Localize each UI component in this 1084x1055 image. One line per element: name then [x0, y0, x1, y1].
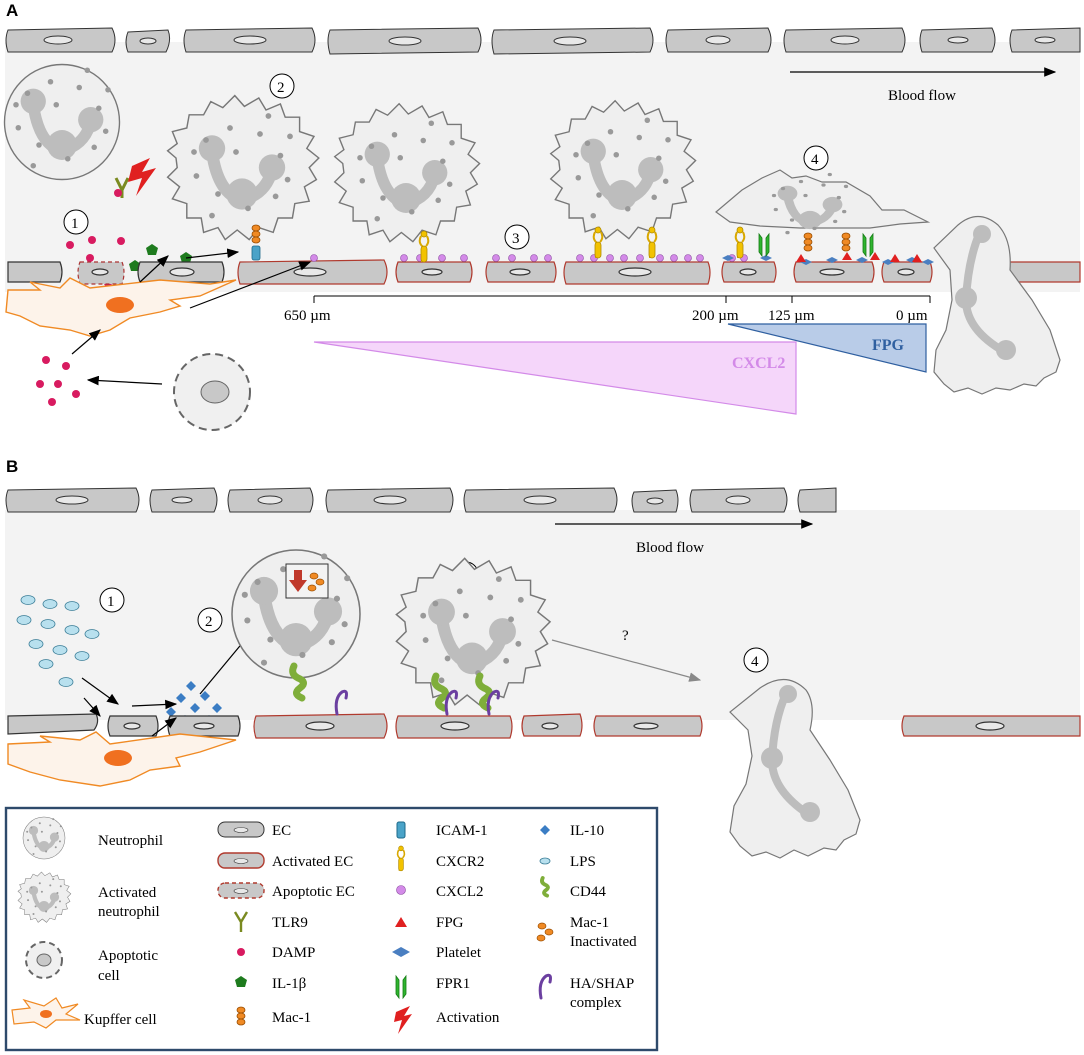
legend-label-platelet: Platelet — [436, 945, 482, 961]
svg-text:4: 4 — [751, 654, 759, 670]
svg-text:3: 3 — [512, 231, 520, 247]
signal-arrows-a — [71, 248, 312, 386]
panel-a-letter: A — [6, 1, 18, 20]
kupffer-nucleus-b — [104, 750, 132, 766]
svg-text:2: 2 — [277, 80, 285, 96]
legend-icon-activation — [394, 1006, 412, 1034]
bottom-endothelium-b — [7, 713, 1081, 739]
legend-label-apoptotic-ec: Apoptotic EC — [272, 884, 355, 900]
legend-label-activated-neutrophil-l1: Activated — [98, 885, 157, 901]
legend-label-mac1: Mac-1 — [272, 1010, 311, 1026]
legend-label-cxcl2: CXCL2 — [436, 884, 484, 900]
legend-label-fpg: FPG — [436, 915, 464, 931]
legend-icon-lps — [539, 857, 551, 865]
legend-label-mac1-inactivated-l2: Inactivated — [570, 934, 637, 950]
top-endothelium-a — [5, 27, 1081, 55]
legend-icon-il1b — [235, 976, 247, 987]
down-arrow-icon — [289, 570, 307, 592]
step-marker-b4: 4 — [743, 647, 769, 673]
blood-flow-label-b: Blood flow — [636, 540, 704, 556]
fpg-triangles-a — [796, 252, 922, 262]
legend-label-hashap-l2: complex — [570, 995, 622, 1011]
step-marker-a4: 4 — [803, 145, 829, 171]
distance-scale-a — [313, 295, 931, 303]
svg-text:2: 2 — [205, 614, 213, 630]
step-marker-b1: 1 — [99, 587, 125, 613]
transmigrated-neutrophil-b — [729, 678, 861, 859]
top-endothelium-b — [5, 487, 837, 513]
legend-icon-mac1 — [236, 1006, 246, 1026]
cxcl2-gradient-label: CXCL2 — [732, 355, 785, 372]
icam1-a — [251, 245, 261, 261]
scale-tick-0: 0 µm — [896, 308, 928, 324]
legend-label-apoptotic-cell-l2: cell — [98, 968, 120, 984]
mac1-a4-right — [841, 232, 851, 252]
fpg-gradient — [727, 323, 927, 373]
apoptotic-nucleus-a — [200, 380, 230, 404]
extravasation-arrow-b — [551, 639, 702, 682]
scale-tick-125: 125 µm — [768, 308, 815, 324]
legend-label-activated-ec: Activated EC — [272, 854, 353, 870]
fpg-gradient-label: FPG — [872, 337, 905, 354]
legend-label-il1b: IL-1β — [272, 976, 306, 992]
legend-label-activation: Activation — [436, 1010, 500, 1026]
legend-label-cxcr2: CXCR2 — [436, 854, 484, 870]
legend-label-mac1-inactivated-l1: Mac-1 — [570, 915, 609, 931]
neutrophil-a1 — [5, 65, 120, 180]
legend-icon-tlr9 — [233, 911, 249, 932]
legend-label-il10: IL-10 — [570, 823, 604, 839]
kupffer-nucleus-a — [106, 297, 134, 313]
legend-icon-fpg — [395, 917, 407, 927]
cxcl2-gradient — [313, 341, 797, 415]
vessel-lumen-a — [5, 42, 1080, 292]
mac1-inactivated-b2 — [307, 572, 325, 592]
step-marker-a1: 1 — [63, 209, 89, 235]
transmigrated-neutrophil-a — [933, 215, 1061, 395]
unknown-mechanism-label: ? — [622, 628, 629, 644]
legend-icon-neutrophil — [23, 817, 65, 859]
legend-icon-damp — [237, 948, 245, 956]
legend-label-activated-neutrophil-l2: neutrophil — [98, 904, 160, 920]
lps-cluster-b — [16, 595, 100, 687]
tlr9-receptor-a — [114, 177, 130, 198]
legend-label-ec: EC — [272, 823, 291, 839]
mac1-a4-left — [803, 232, 813, 252]
legend-icon-il10 — [540, 825, 550, 835]
legend-label-hashap-l1: HA/SHAP — [570, 976, 634, 992]
step-marker-a2: 2 — [269, 73, 295, 99]
activation-icon-a — [128, 158, 156, 196]
crawling-neutrophil-a4 — [715, 169, 931, 229]
legend-label-lps: LPS — [570, 854, 596, 870]
legend-label-damp: DAMP — [272, 945, 315, 961]
legend-label-kupffer-cell: Kupffer cell — [84, 1012, 157, 1028]
legend-label-fpr1: FPR1 — [436, 976, 470, 992]
svg-text:1: 1 — [107, 594, 115, 610]
legend-label-cd44: CD44 — [570, 884, 606, 900]
legend-icon-cxcl2 — [396, 885, 406, 895]
legend-label-icam1: ICAM-1 — [436, 823, 488, 839]
legend-label-tlr9: TLR9 — [272, 915, 308, 931]
mac1-a2 — [251, 224, 261, 244]
legend-icon-mac1-inactivated — [536, 922, 554, 942]
step-marker-a3: 3 — [504, 224, 530, 250]
damp-release-a — [36, 356, 80, 406]
legend-icon-icam1 — [396, 821, 406, 839]
legend-label-apoptotic-cell-l1: Apoptotic — [98, 948, 158, 964]
panel-b-letter: B — [6, 457, 18, 476]
legend-label-neutrophil: Neutrophil — [98, 833, 163, 849]
scale-tick-650: 650 µm — [284, 308, 331, 324]
legend-icon-platelet — [392, 947, 410, 957]
svg-text:1: 1 — [71, 216, 79, 232]
blood-flow-label-a: Blood flow — [888, 88, 956, 104]
step-marker-b2: 2 — [197, 607, 223, 633]
scale-tick-200: 200 µm — [692, 308, 739, 324]
svg-text:4: 4 — [811, 152, 819, 168]
